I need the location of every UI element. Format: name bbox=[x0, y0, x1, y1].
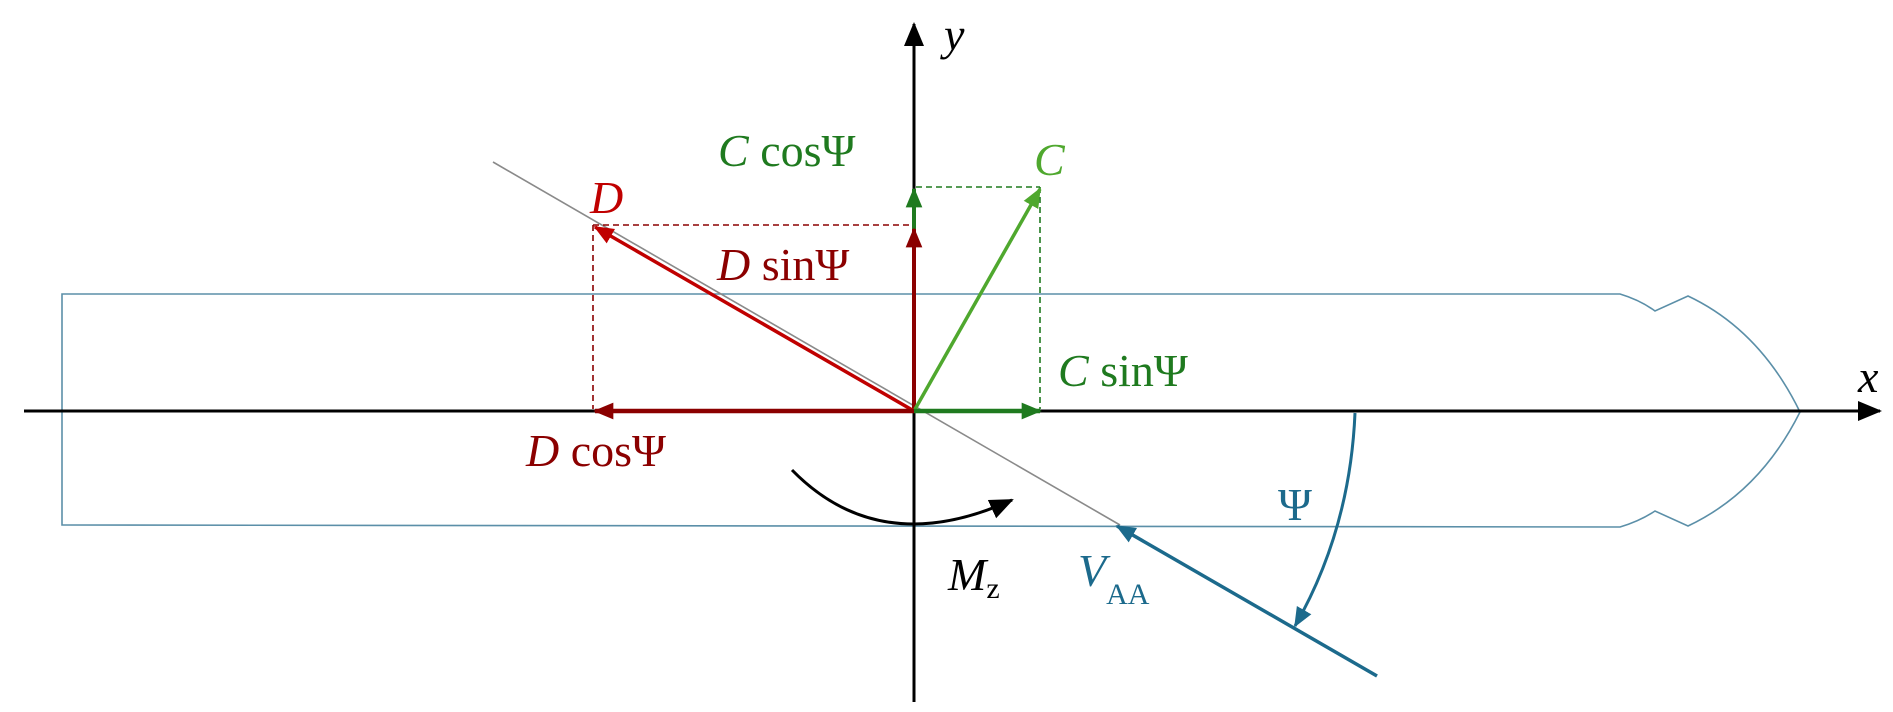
y-axis-label: y bbox=[940, 9, 965, 60]
vaa-vector bbox=[1115, 524, 1378, 678]
psi-angle-arc bbox=[1293, 412, 1357, 628]
c-sin-label: C sinΨ bbox=[1058, 345, 1188, 396]
c-cos-label: C cosΨ bbox=[718, 125, 856, 176]
d-vector bbox=[593, 225, 915, 413]
d-label: D bbox=[589, 172, 623, 223]
moment-arc bbox=[790, 468, 1014, 526]
vaa-label: VAA bbox=[1078, 545, 1150, 611]
heading-reference-line bbox=[492, 161, 1121, 526]
x-axis-label: x bbox=[1857, 351, 1879, 402]
d-sin-label: D sinΨ bbox=[716, 239, 849, 290]
moment-label: Mz bbox=[947, 549, 1000, 605]
d-cos-label: D cosΨ bbox=[525, 425, 666, 476]
c-label: C bbox=[1034, 134, 1066, 185]
c-vector bbox=[912, 187, 1042, 412]
psi-label: Ψ bbox=[1278, 479, 1312, 530]
